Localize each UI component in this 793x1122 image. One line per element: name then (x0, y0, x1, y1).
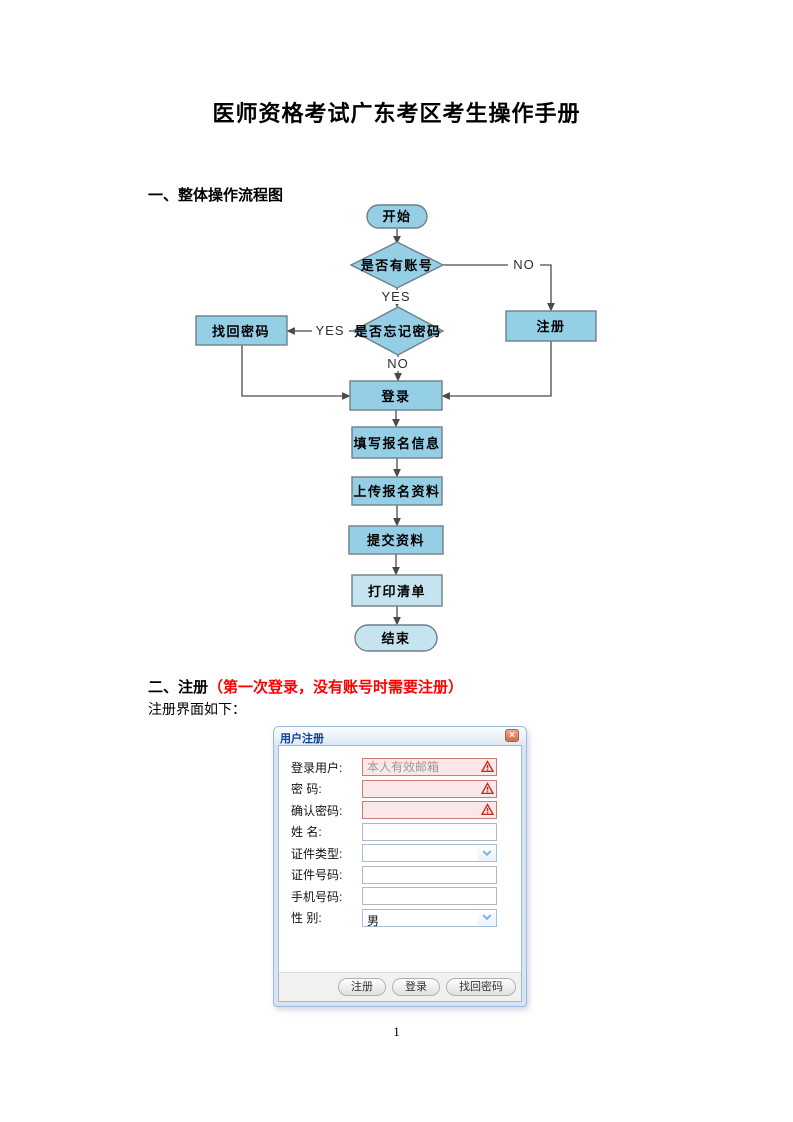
page-title: 医师资格考试广东考区考生操作手册 (212, 101, 581, 126)
node-recover-password-shape (195, 315, 288, 346)
id-type-dropdown-trigger[interactable] (478, 845, 496, 861)
section2-heading-red-note: （第一次登录，没有账号时需要注册） (208, 680, 464, 696)
login-button[interactable]: 登录 (392, 978, 440, 996)
dialog-title: 用户注册 (280, 733, 324, 745)
edge-label-no-down: NO (387, 356, 409, 371)
dialog-titlebar: 用户注册 × (274, 727, 526, 746)
warning-icon (481, 803, 494, 816)
row-id-type: 证件类型: (291, 844, 521, 862)
node-submit-materials-shape (348, 525, 444, 555)
dialog-body: 登录用户: 密 码: (278, 745, 522, 1002)
warning-icon (481, 760, 494, 773)
node-fill-info-label: 填写报名信息 (353, 436, 440, 451)
node-end-label: 结束 (381, 631, 410, 646)
confirm-password-label: 确认密码: (291, 803, 343, 818)
login-user-field (362, 758, 497, 776)
section1-heading: 一、整体操作流程图 (148, 188, 284, 204)
node-login-shape (349, 380, 443, 411)
edge-label-backings (312, 258, 540, 371)
edge-recover-login (241, 345, 351, 400)
edge-register-login (441, 341, 552, 400)
mobile-number-label: 手机号码: (291, 889, 343, 904)
node-start-shape (366, 204, 428, 229)
gender-select[interactable]: 男 (362, 908, 497, 928)
name-field (362, 822, 497, 841)
recover-password-button[interactable]: 找回密码 (446, 978, 516, 996)
id-number-label: 证件号码: (291, 868, 343, 882)
chevron-down-icon (482, 849, 492, 856)
dialog-fields: 登录用户: 密 码: (279, 746, 521, 928)
edge-label-yes-left: YES (315, 323, 344, 338)
login-user-label: 登录用户: (291, 760, 343, 775)
id-type-label: 证件类型: (291, 846, 343, 861)
id-type-value (363, 845, 478, 861)
flow-nodes (195, 204, 597, 652)
row-confirm-password: 确认密码: (291, 801, 521, 819)
node-upload-materials-shape (351, 476, 443, 506)
node-register-label: 注册 (536, 319, 565, 334)
node-register-shape (505, 310, 597, 342)
id-type-select[interactable] (362, 844, 497, 862)
gender-label: 性 别: (291, 911, 322, 925)
confirm-password-input[interactable] (362, 801, 497, 819)
dialog-footer: 注册 登录 找回密码 (279, 972, 521, 1001)
node-upload-materials-label: 上传报名资料 (353, 484, 440, 499)
node-has-account-label: 是否有账号 (360, 258, 434, 273)
warning-icon (481, 781, 494, 794)
password-input[interactable] (362, 779, 497, 798)
name-input[interactable] (362, 822, 497, 841)
row-password: 密 码: (291, 779, 521, 798)
node-end-shape (354, 624, 438, 652)
row-mobile-number: 手机号码: (291, 887, 521, 905)
section2-heading: 二、注册（第一次登录，没有账号时需要注册） (148, 676, 463, 697)
password-label: 密 码: (291, 782, 322, 796)
confirm-password-field (362, 801, 497, 819)
register-dialog: 用户注册 × 登录用户: 密 码: (273, 726, 527, 1007)
mobile-number-field (362, 887, 497, 905)
node-login-label: 登录 (380, 389, 410, 404)
node-submit-materials-label: 提交资料 (367, 533, 425, 548)
node-fill-info-shape (351, 426, 443, 459)
gender-value: 男 (367, 913, 380, 928)
password-field (362, 779, 497, 798)
intro-text: 注册界面如下： (148, 703, 246, 718)
login-user-input[interactable] (362, 758, 497, 776)
edge-no-register (443, 264, 555, 312)
node-print-list-shape (351, 574, 443, 607)
node-forgot-password-label: 是否忘记密码 (353, 324, 441, 339)
flow-connectors (241, 229, 555, 626)
register-button[interactable]: 注册 (338, 978, 386, 996)
edge-label-yes-down: YES (381, 289, 410, 304)
section2-heading-black: 二、注册 (148, 680, 209, 696)
id-number-field (362, 865, 497, 884)
node-print-list-label: 打印清单 (368, 584, 426, 599)
row-id-number: 证件号码: (291, 865, 521, 884)
edge-label-no-right: NO (513, 257, 535, 272)
row-login-user: 登录用户: (291, 758, 521, 776)
mobile-number-input[interactable] (362, 887, 497, 905)
page-number: 1 (393, 1024, 400, 1039)
node-recover-password-label: 找回密码 (212, 324, 270, 339)
row-name: 姓 名: (291, 822, 521, 841)
node-start-label: 开始 (382, 209, 411, 224)
node-forgot-password-diamond (351, 306, 445, 356)
node-has-account-diamond (349, 241, 445, 289)
id-number-input[interactable] (362, 865, 497, 884)
flowchart: 开始 是否有账号 注册 是否忘记密码 找回密码 登录 填写报名信息 上传报名资料… (195, 204, 597, 652)
gender-dropdown-trigger[interactable] (478, 909, 496, 926)
row-gender: 性 别: 男 (291, 908, 521, 928)
close-icon[interactable]: × (505, 729, 519, 742)
chevron-down-icon (482, 914, 492, 921)
name-label: 姓 名: (291, 825, 322, 839)
